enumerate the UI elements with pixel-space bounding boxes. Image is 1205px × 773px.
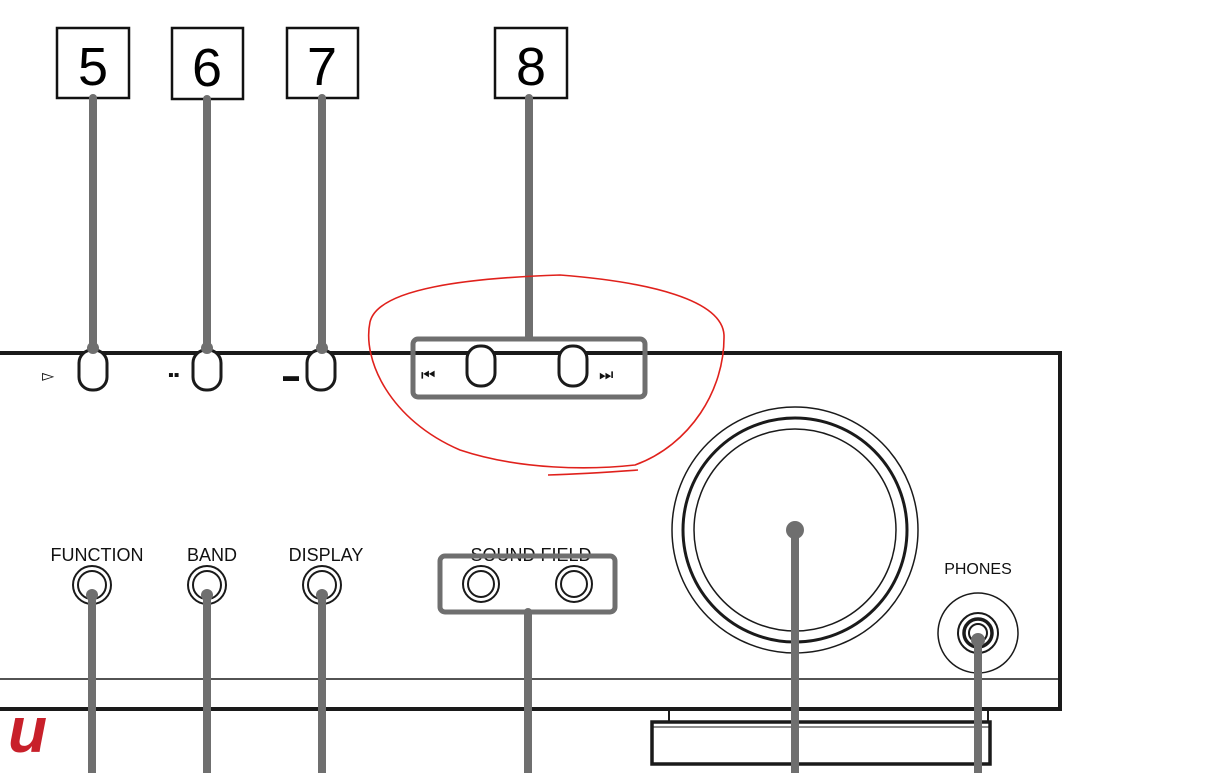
function-label: FUNCTION [51,545,144,565]
callout-6: 6 [170,26,245,101]
chassis-foot [650,709,992,766]
leader-lines [86,94,985,773]
callout-5-number: 5 [78,37,108,97]
phones-label: PHONES [944,561,1012,578]
previous-track-button[interactable] [465,344,497,388]
band-button[interactable] [187,565,227,605]
stop-button[interactable] [305,348,337,392]
callout-8-number: 8 [516,37,546,97]
pause-symbol-icon: ▪▪ [168,367,179,384]
sound-field-left-button[interactable] [462,565,500,603]
callout-7: 7 [285,26,360,100]
play-button[interactable] [77,348,109,392]
display-button[interactable] [302,565,342,605]
band-label: BAND [187,545,237,565]
pause-button[interactable] [191,348,223,392]
callout-6-number: 6 [192,38,222,98]
sound-field-right-button[interactable] [555,565,593,603]
display-label: DISPLAY [289,545,364,565]
red-annotation-circle [367,274,725,469]
brand-logo-fragment: u [8,694,47,766]
callout-7-number: 7 [307,37,337,97]
red-annotation-tail [547,469,639,476]
previous-track-icon: ⏮ [421,367,435,384]
callout-8: 8 [493,26,569,100]
next-track-button[interactable] [557,344,589,388]
callout-5: 5 [55,26,131,100]
play-symbol-icon: ▻ [42,368,55,385]
stop-symbol-icon: ▬ [283,368,299,385]
next-track-icon: ⏭ [599,367,613,384]
